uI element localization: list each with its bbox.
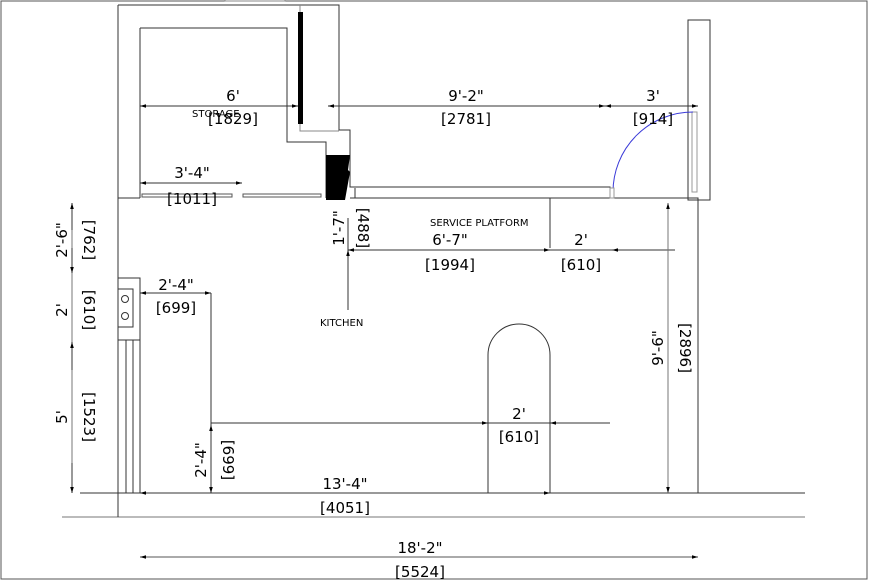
- dim-left-bottom-metric: [1523]: [80, 392, 98, 442]
- sliding-panel: [298, 12, 303, 124]
- dim-storage-width-imperial: 6': [226, 87, 240, 105]
- dim-platform-metric: [1994]: [425, 256, 475, 274]
- dim-platform-end-imperial: 2': [574, 231, 588, 249]
- left-counter: [117, 277, 141, 493]
- dim-kitchen-step-imperial: 1'-7": [330, 210, 348, 246]
- partition: [299, 5, 339, 132]
- dim-left-top-metric: [762]: [80, 220, 98, 260]
- island: [487, 323, 551, 493]
- dim-right-height-imperial: 9'-6": [649, 330, 667, 366]
- stove: [117, 277, 141, 341]
- label-storage: STORAGE: [192, 109, 240, 120]
- right-wall-segment: [687, 19, 711, 201]
- title-tab: [224, 0, 286, 2]
- column-fill: [326, 155, 350, 200]
- dim-left-bottom-imperial: 5': [53, 410, 71, 424]
- dim-counter-depth-metric: [699]: [156, 299, 196, 317]
- door-swing-arc: [612, 111, 694, 193]
- storage-ledge-left: [141, 193, 233, 198]
- dim-counter-depth-imperial: 2'-4": [158, 276, 194, 294]
- dim-mid-imperial: 9'-2": [448, 87, 484, 105]
- walls: [117, 4, 711, 517]
- dim-platform-end-metric: [610]: [561, 256, 601, 274]
- dim-island-metric: [610]: [499, 428, 539, 446]
- dim-left-mid-metric: [610]: [80, 290, 98, 330]
- dim-counter-lower-imperial: 2'-4": [192, 442, 210, 478]
- label-service-platform: SERVICE PLATFORM: [430, 218, 529, 229]
- dim-door-metric: [914]: [633, 110, 673, 128]
- dim-overall-metric: [5524]: [395, 563, 445, 581]
- dim-right-height-metric: [2896]: [676, 323, 694, 373]
- dim-overall-imperial: 18'-2": [397, 539, 442, 557]
- dim-kitchen-step-metric: [488]: [354, 208, 372, 248]
- dim-platform-imperial: 6'-7": [432, 231, 468, 249]
- storage-ledge-right: [242, 193, 322, 198]
- dim-mid-metric: [2781]: [441, 110, 491, 128]
- dim-counter-lower-metric: [699]: [219, 440, 237, 480]
- service-wall: [350, 197, 699, 493]
- dim-storage-opening-metric: [1011]: [167, 190, 217, 208]
- dim-storage-opening-imperial: 3'-4": [174, 164, 210, 182]
- dim-island-imperial: 2': [512, 405, 526, 423]
- label-kitchen: KITCHEN: [320, 318, 363, 329]
- burner-icon: [121, 312, 129, 320]
- stove-inner: [117, 288, 134, 328]
- dim-storage-width-metric: [1829]: [208, 110, 258, 128]
- dim-kitchen-width-imperial: 13'-4": [322, 475, 367, 493]
- dim-door-imperial: 3': [646, 87, 660, 105]
- door-jamb: [609, 187, 615, 199]
- dim-left-top-imperial: 2'-6": [53, 222, 71, 258]
- burner-icon: [121, 295, 129, 303]
- door-leaf: [691, 111, 698, 193]
- dim-kitchen-width-metric: [4051]: [320, 499, 370, 517]
- dimension-lines: [70, 104, 698, 559]
- dim-left-mid-imperial: 2': [53, 303, 71, 317]
